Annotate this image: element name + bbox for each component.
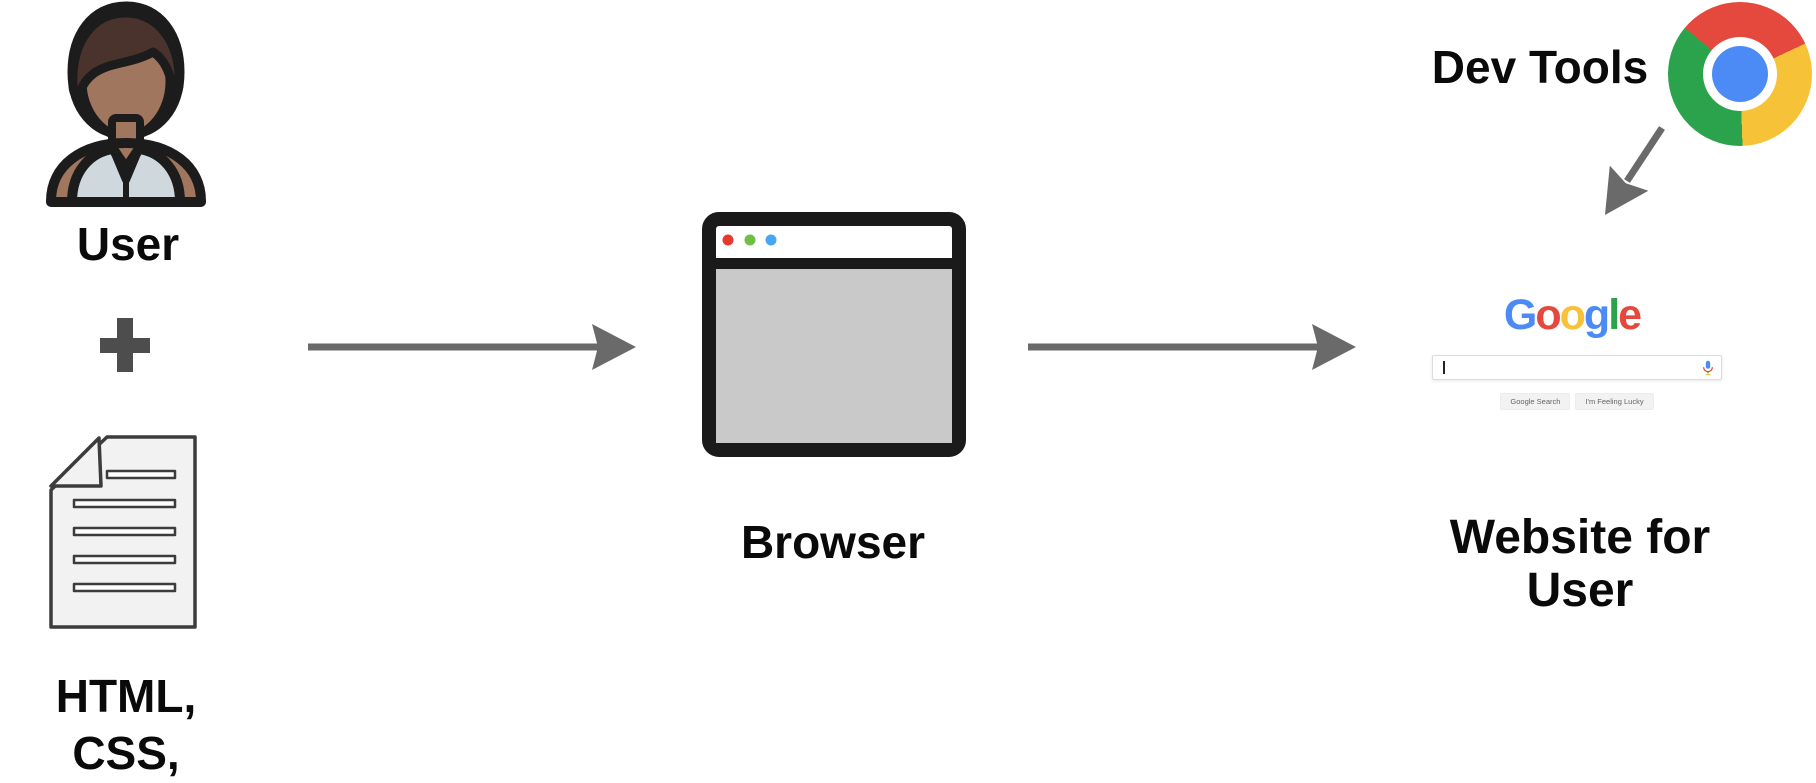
- google-buttons-row: Google Search I'm Feeling Lucky: [1432, 393, 1722, 410]
- google-logo-letter: l: [1608, 291, 1620, 339]
- google-logo-letter: o: [1559, 291, 1586, 339]
- google-logo-letter: g: [1583, 291, 1610, 339]
- google-logo: Google: [1427, 294, 1717, 337]
- microphone-icon[interactable]: [1702, 360, 1714, 381]
- plus-icon: [100, 318, 150, 372]
- arrow-devtools-to-website: [1605, 126, 1665, 215]
- browser-label: Browser: [740, 516, 926, 568]
- traffic-light-green: [744, 234, 756, 246]
- arrow-browser-to-website: [1028, 324, 1356, 370]
- google-search-button[interactable]: Google Search: [1500, 393, 1571, 410]
- google-logo-letter: G: [1503, 291, 1537, 339]
- arrow-user-to-browser: [308, 324, 636, 370]
- google-search-input[interactable]: [1432, 355, 1722, 380]
- user-label: User: [76, 218, 180, 270]
- code-file-icon: [49, 435, 197, 629]
- website-label: Website for User: [1449, 511, 1711, 617]
- google-logo-letter: e: [1618, 291, 1642, 339]
- browser-window-icon: [702, 212, 966, 457]
- text-caret: [1443, 361, 1445, 374]
- chrome-icon: [1668, 2, 1812, 146]
- traffic-light-blue: [765, 234, 777, 246]
- devtools-label: Dev Tools: [1431, 41, 1649, 93]
- google-logo-letter: o: [1535, 291, 1561, 339]
- traffic-light-red: [722, 234, 734, 246]
- code-file-label: HTML, CSS, JS Code: [55, 670, 197, 779]
- user-icon: [46, 1, 206, 207]
- feeling-lucky-button[interactable]: I'm Feeling Lucky: [1575, 393, 1654, 410]
